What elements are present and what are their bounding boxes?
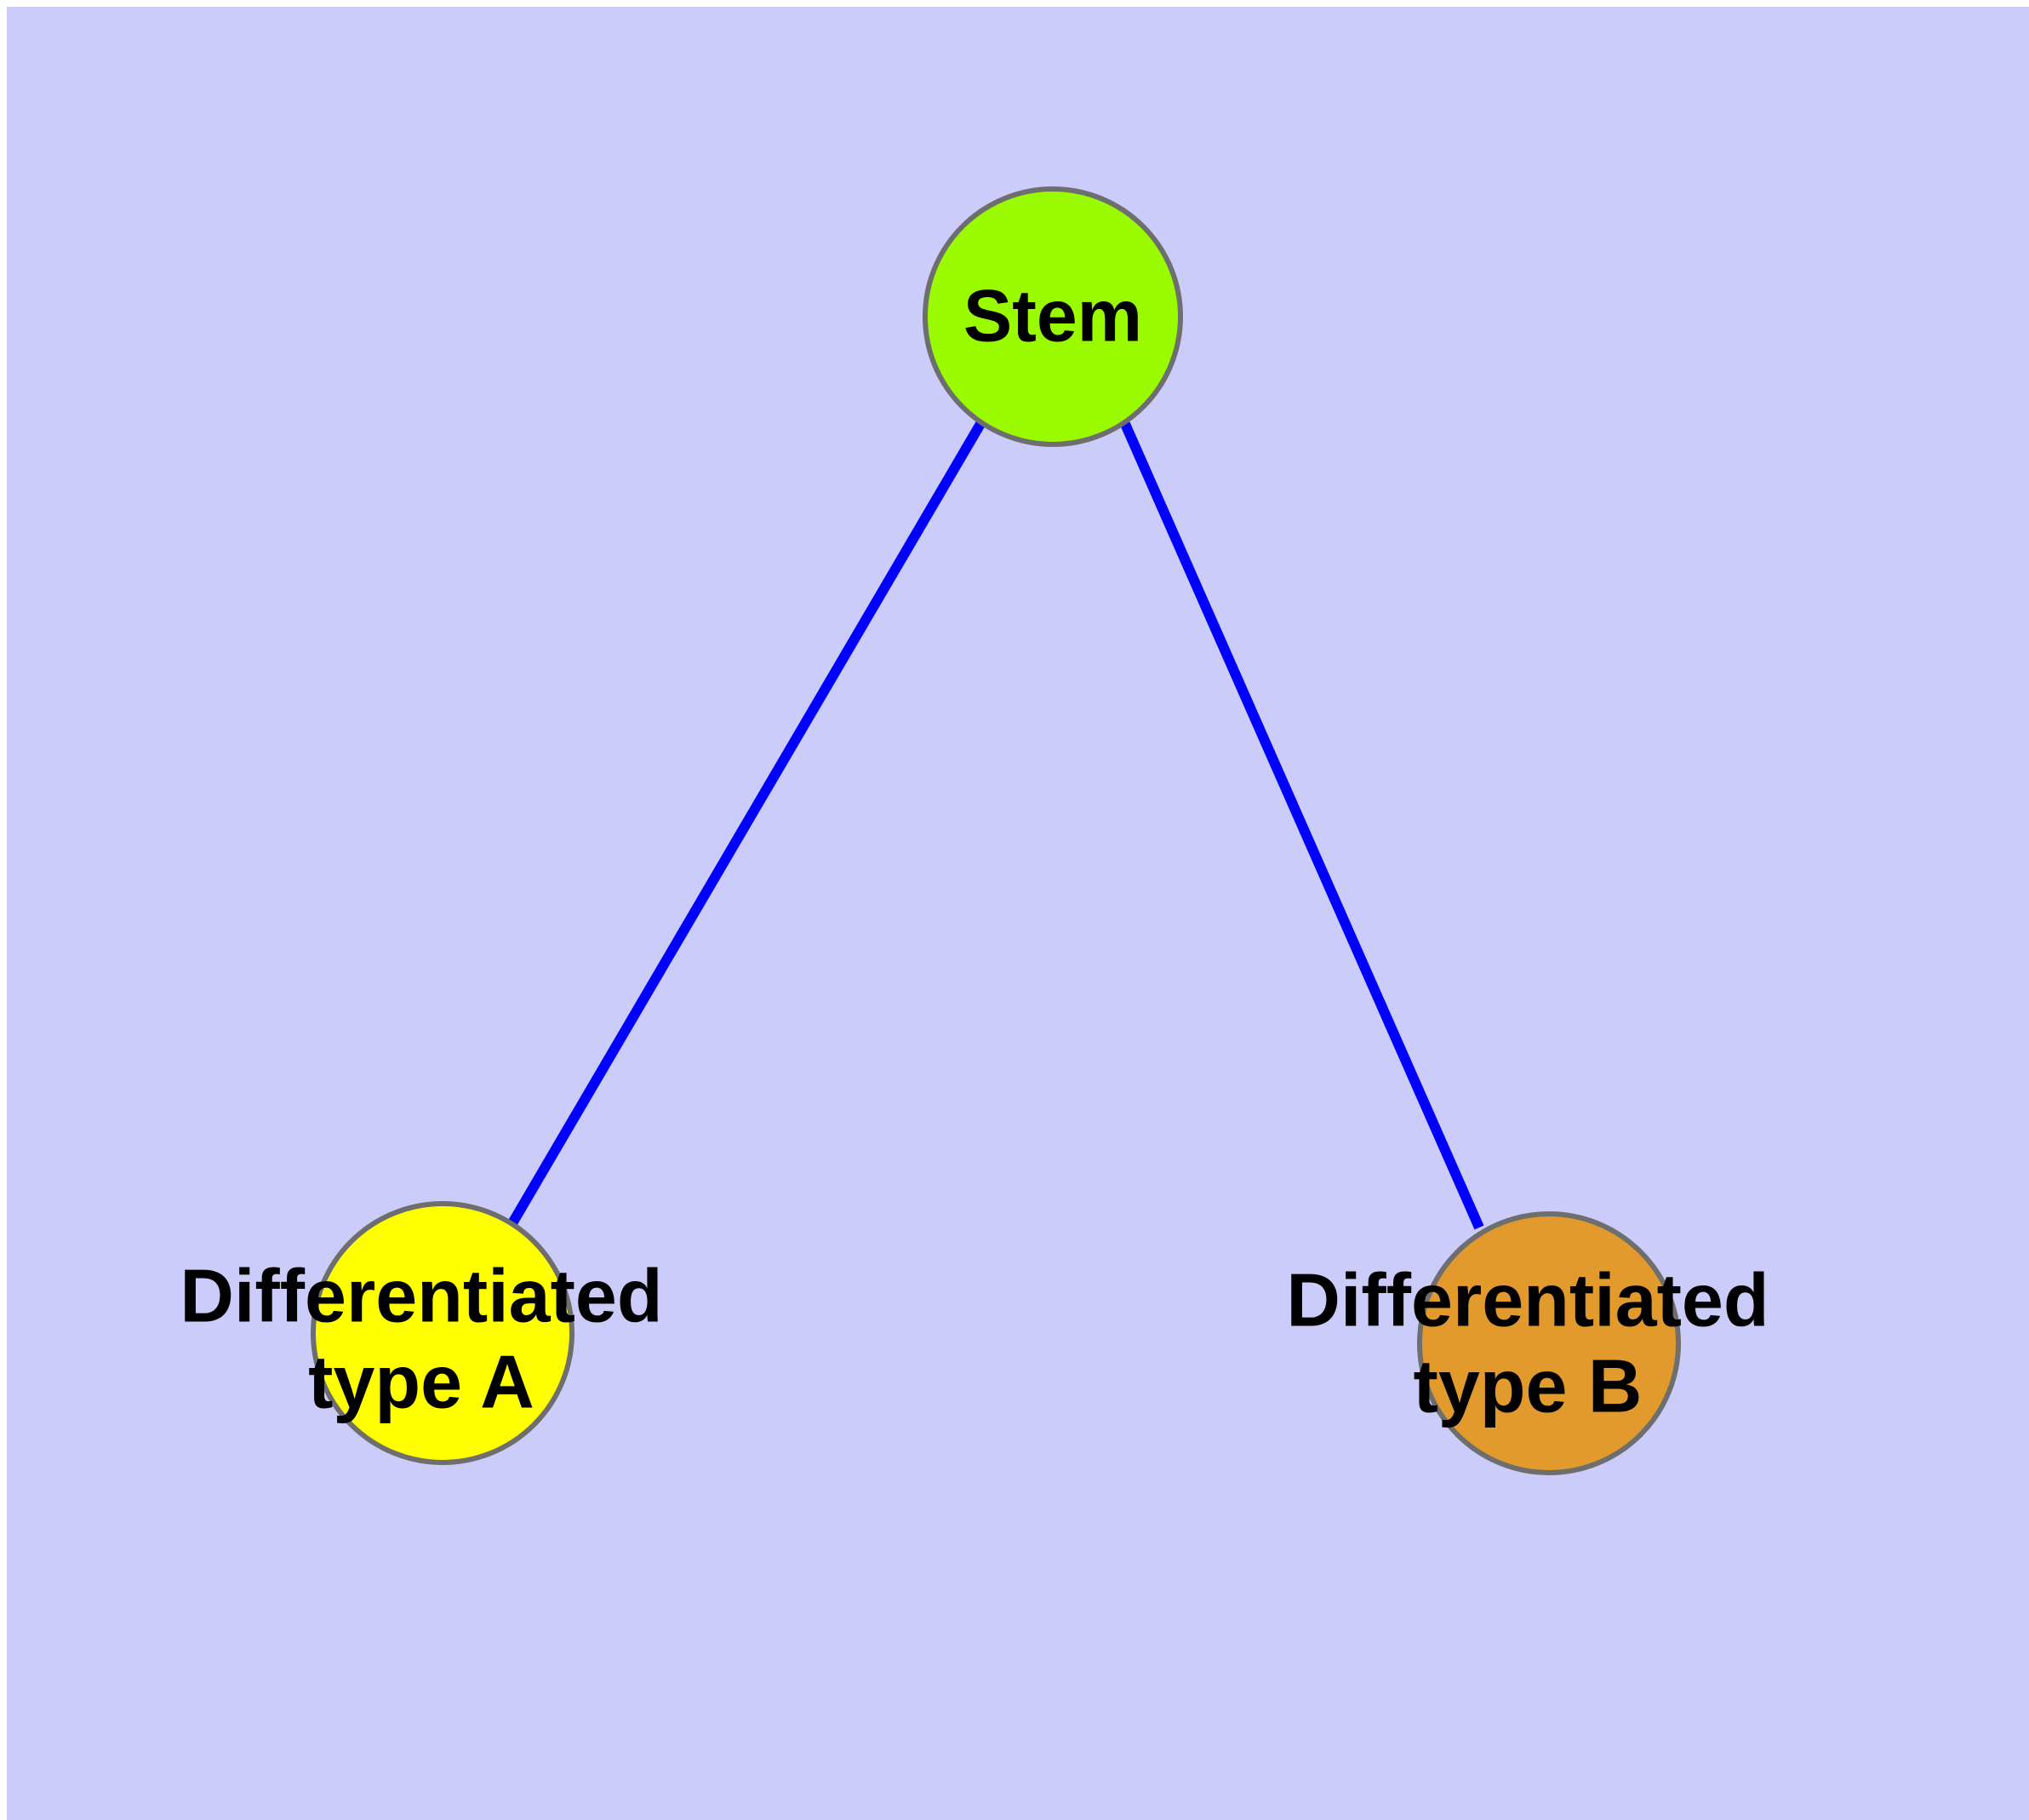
node-differentiated-type-a-label-line2: type A [308, 1339, 534, 1423]
node-differentiated-type-b-label-line1: Differentiated [1286, 1257, 1769, 1342]
node-differentiated-type-a-circle[interactable] [311, 1201, 574, 1465]
node-stem-label: Stem [963, 276, 1142, 358]
node-stem-circle[interactable] [923, 186, 1183, 447]
node-differentiated-type-b-circle[interactable] [1417, 1211, 1681, 1475]
node-stem[interactable]: Stem [923, 186, 1183, 447]
node-differentiated-type-a-label-line1: Differentiated [180, 1253, 662, 1337]
node-differentiated-type-a[interactable]: Differentiated type A [180, 1201, 663, 1465]
edge-group [507, 421, 1484, 1230]
node-differentiated-type-b[interactable]: Differentiated type B [1286, 1211, 1769, 1475]
node-differentiated-type-b-label-line2: type B [1414, 1343, 1643, 1428]
edge-stem-to-differentiated-type-b[interactable] [1120, 421, 1484, 1230]
edge-stem-to-differentiated-type-a[interactable] [507, 421, 986, 1227]
